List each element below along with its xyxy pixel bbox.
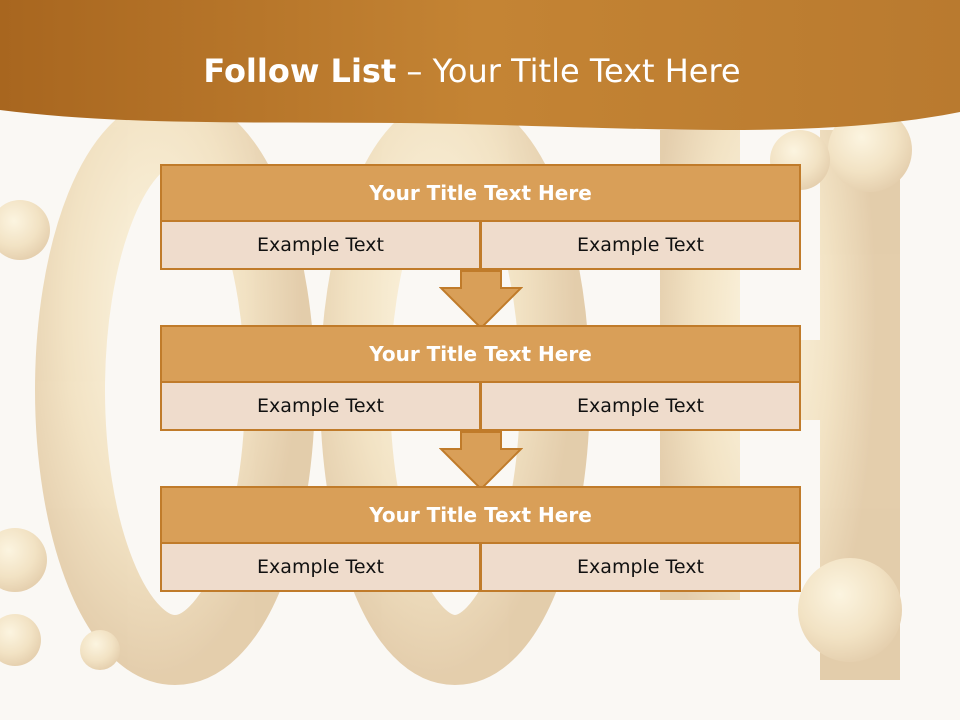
slide-title: Follow List – Your Title Text Here bbox=[0, 52, 944, 90]
step-cell-right: Example Text bbox=[480, 381, 801, 431]
step-cell-left: Example Text bbox=[160, 220, 481, 270]
slide-title-bold: Follow List bbox=[203, 52, 397, 90]
step-block-2: Your Title Text Here Example Text Exampl… bbox=[160, 325, 801, 433]
slide-title-rest: – Your Title Text Here bbox=[396, 52, 741, 90]
step-cell-right: Example Text bbox=[480, 220, 801, 270]
step-cell-right: Example Text bbox=[480, 542, 801, 592]
step-cell-left: Example Text bbox=[160, 381, 481, 431]
step-block-1: Your Title Text Here Example Text Exampl… bbox=[160, 164, 801, 272]
step-title: Your Title Text Here bbox=[160, 325, 801, 383]
coin-pile-decoration bbox=[0, 95, 912, 685]
down-arrow-icon bbox=[439, 431, 523, 491]
step-title: Your Title Text Here bbox=[160, 164, 801, 222]
header-band bbox=[0, 0, 960, 130]
step-cell-left: Example Text bbox=[160, 542, 481, 592]
step-title: Your Title Text Here bbox=[160, 486, 801, 544]
down-arrow-icon bbox=[439, 270, 523, 330]
step-block-3: Your Title Text Here Example Text Exampl… bbox=[160, 486, 801, 592]
